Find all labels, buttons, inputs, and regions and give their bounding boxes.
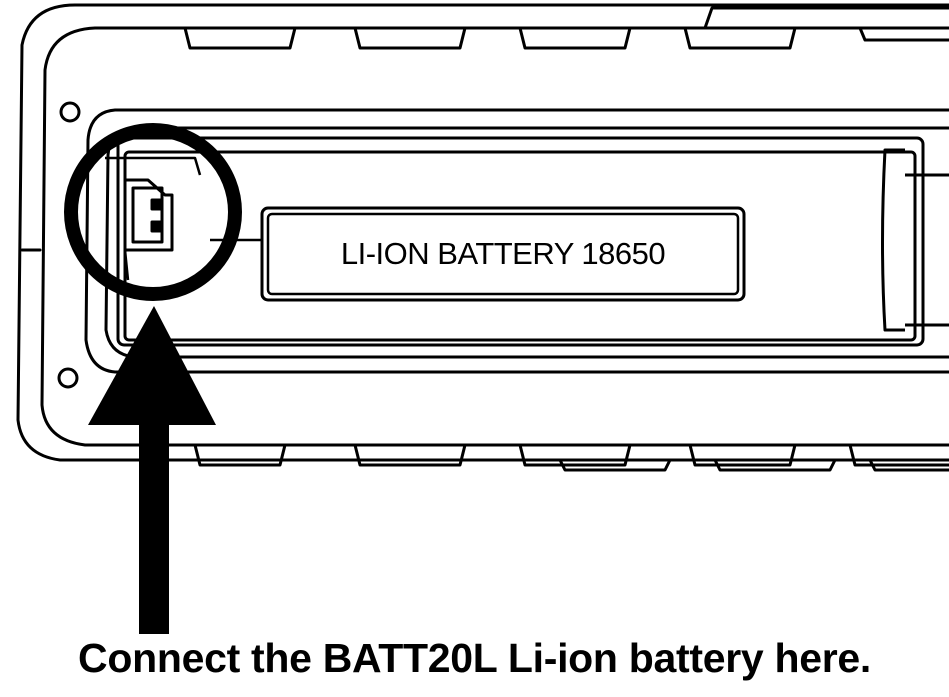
caption: Connect the BATT20L Li-ion battery here.	[78, 635, 871, 681]
circle-highlight	[64, 123, 242, 301]
battery-cell	[210, 206, 746, 302]
arrow-up-icon	[88, 306, 216, 634]
battery-label: LI-ION BATTERY 18650	[341, 236, 666, 271]
bottom-notches	[193, 444, 949, 472]
device-housing	[16, 3, 949, 462]
battery-connector-icon	[105, 156, 202, 281]
top-notches	[183, 27, 797, 50]
